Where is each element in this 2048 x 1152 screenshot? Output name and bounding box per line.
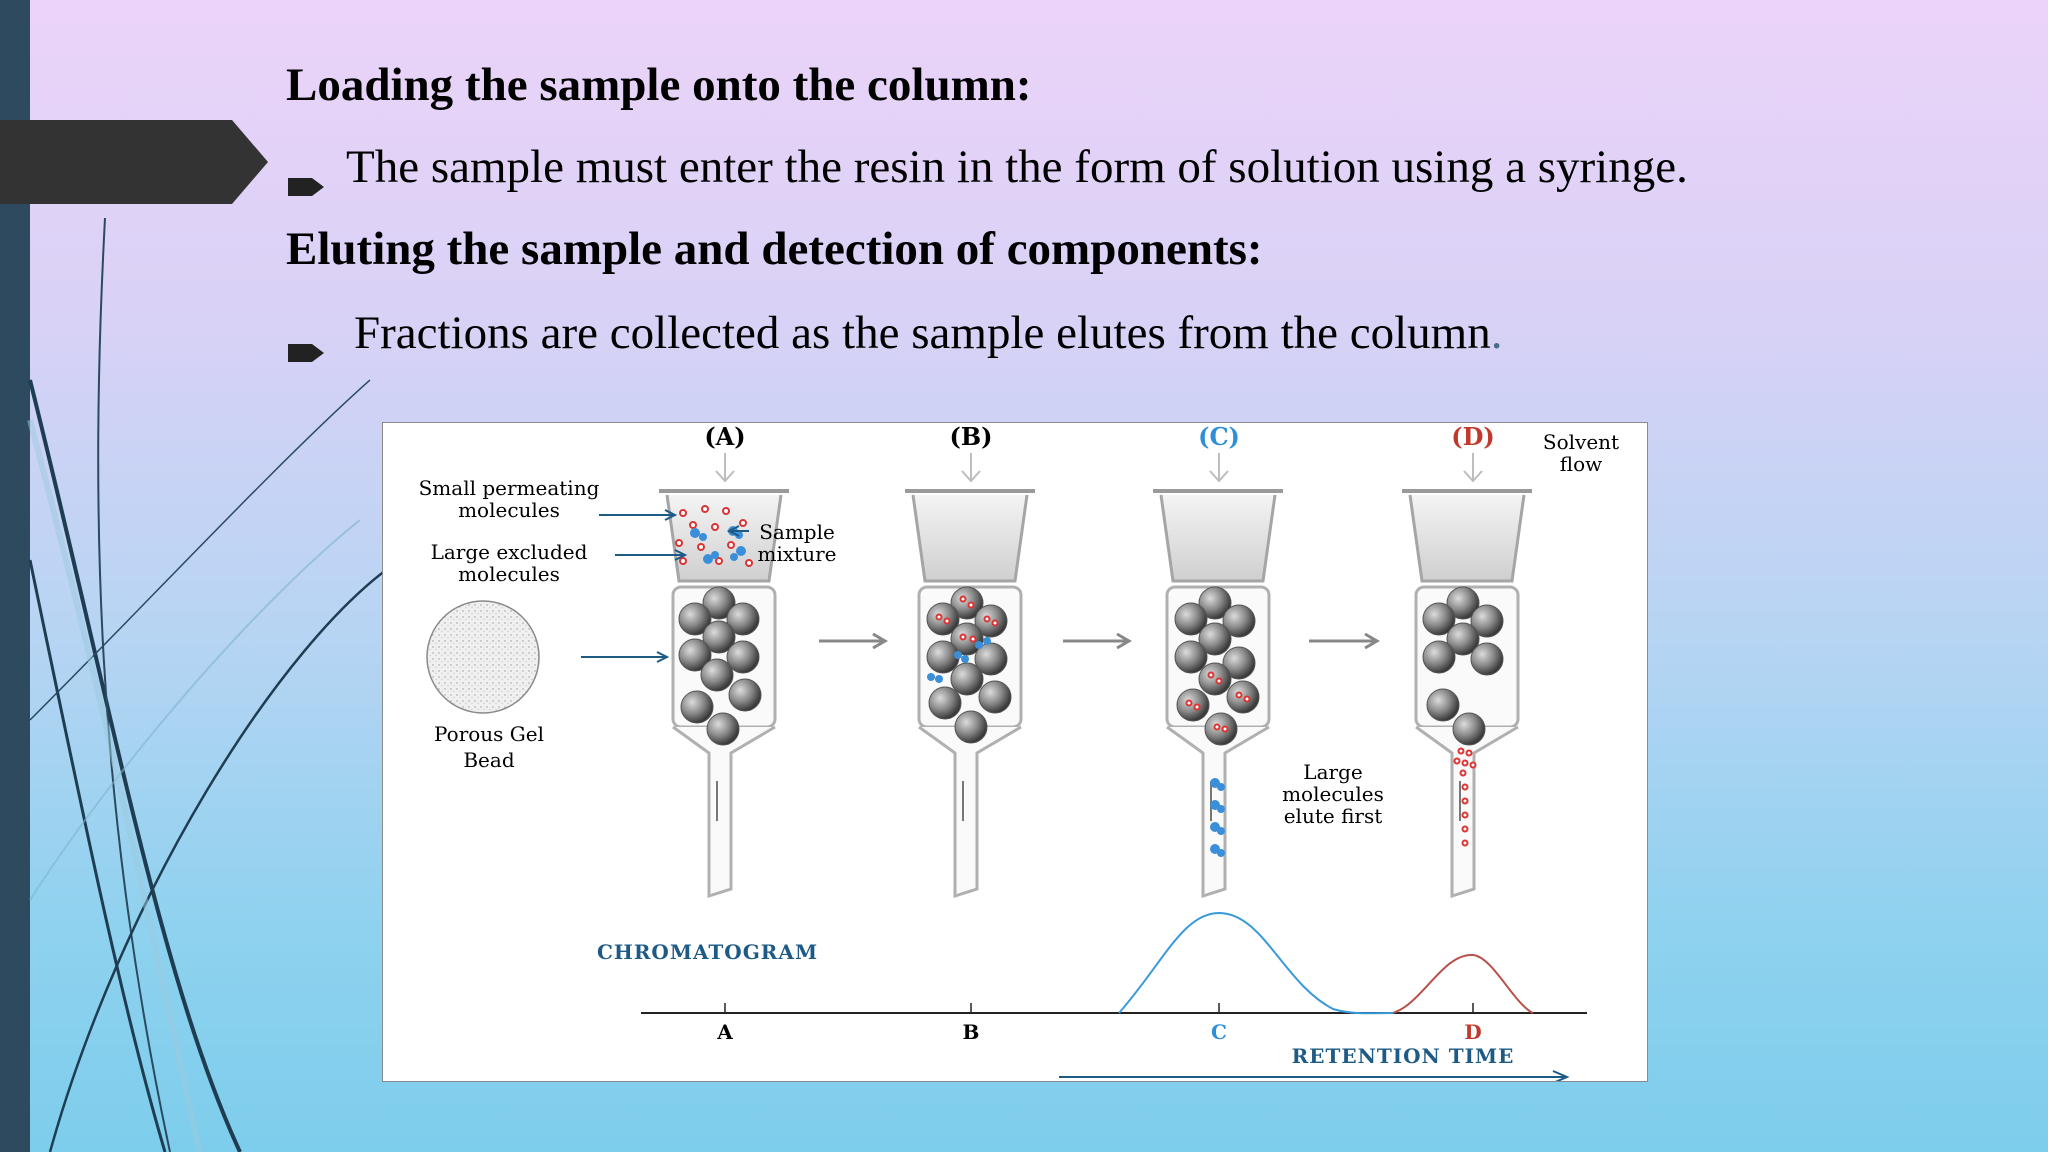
bullet-syringe: The sample must enter the resin in the f… xyxy=(286,140,1688,196)
progression-arrow-icon xyxy=(819,632,1380,650)
pointer-arrow-icon xyxy=(615,549,688,561)
bullet-fractions: Fractions are collected as the sample el… xyxy=(286,306,1503,362)
porous-gel-bead-image xyxy=(426,600,540,714)
title-tab-shape xyxy=(0,120,268,204)
label-small-molecules: molecules xyxy=(458,498,560,522)
peak-d xyxy=(1392,953,1534,1014)
solvent-arrow-icon xyxy=(715,453,1483,483)
svg-text:(B): (B) xyxy=(950,423,993,451)
retention-time-label: RETENTION TIME xyxy=(1292,1044,1515,1068)
heading-eluting: Eluting the sample and detection of comp… xyxy=(286,223,1263,275)
column-d xyxy=(1400,489,1534,898)
pointer-arrow-icon xyxy=(726,525,749,537)
bullet-syringe-text: The sample must enter the resin in the f… xyxy=(346,141,1688,193)
swoosh-line xyxy=(28,559,167,1152)
tick-label-b: B xyxy=(963,1020,980,1044)
svg-text:(D): (D) xyxy=(1451,423,1495,451)
swoosh-line xyxy=(29,379,371,721)
column-label-d: (D) xyxy=(1451,422,1495,451)
bullet-fractions-period: . xyxy=(1490,307,1503,359)
heading-loading: Loading the sample onto the column: xyxy=(286,59,1032,111)
gel-beads-b xyxy=(926,586,1012,744)
label-small-molecules: Small permeating xyxy=(419,476,600,500)
column-label-b: (B) xyxy=(950,422,993,451)
peak-c xyxy=(1118,911,1394,1015)
gel-beads-a xyxy=(678,586,762,746)
label-large-molecules: molecules xyxy=(458,562,560,586)
gel-filtration-figure: (A) (B) (C) (D) Solvent flow xyxy=(382,422,1648,1084)
eluting-large-molecules-c xyxy=(1210,778,1225,857)
label-sample-mixture: Sample xyxy=(759,520,835,544)
gel-beads-c xyxy=(1174,586,1260,746)
label-gel-bead: Porous Gel xyxy=(434,722,544,746)
arrow-bullet-icon xyxy=(286,156,326,196)
swoosh-line xyxy=(29,519,361,901)
label-elute-first: elute first xyxy=(1284,804,1383,828)
swoosh-line xyxy=(28,379,242,1152)
molecules-b-large xyxy=(927,637,991,683)
chromatogram-ticks xyxy=(724,1003,1474,1013)
tick-label-d: D xyxy=(1464,1020,1481,1044)
bullet-fractions-text: Fractions are collected as the sample el… xyxy=(354,307,1491,359)
label-sample-mixture: mixture xyxy=(758,542,837,566)
solvent-flow-label: flow xyxy=(1560,452,1603,476)
swoosh-line xyxy=(27,419,203,1152)
arrow-bullet-icon xyxy=(286,322,326,362)
svg-text:(C): (C) xyxy=(1198,423,1240,451)
label-large-molecules: Large excluded xyxy=(431,540,588,564)
gel-filtration-diagram: (A) (B) (C) (D) Solvent flow xyxy=(419,422,1619,1084)
label-elute-first: Large xyxy=(1303,760,1362,784)
molecules-c xyxy=(1185,671,1251,733)
tick-label-c: C xyxy=(1211,1020,1227,1044)
column-label-c: (C) xyxy=(1198,422,1240,451)
gel-beads-d xyxy=(1422,586,1504,746)
label-elute-first: molecules xyxy=(1282,782,1384,806)
chromatogram-title: CHROMATOGRAM xyxy=(597,940,818,964)
svg-text:(A): (A) xyxy=(704,423,745,451)
swoosh-line xyxy=(97,217,171,1152)
pointer-arrow-icon xyxy=(599,509,678,521)
pointer-arrow-icon xyxy=(581,651,670,663)
column-label-a: (A) xyxy=(704,422,745,451)
swoosh-line xyxy=(48,558,401,1152)
retention-time-arrow-icon xyxy=(1059,1070,1570,1084)
tick-label-a: A xyxy=(716,1020,733,1044)
molecules-b xyxy=(935,595,999,643)
eluting-small-molecules-d xyxy=(1453,747,1477,847)
solvent-flow-label: Solvent xyxy=(1543,430,1619,454)
label-gel-bead: Bead xyxy=(463,748,514,772)
